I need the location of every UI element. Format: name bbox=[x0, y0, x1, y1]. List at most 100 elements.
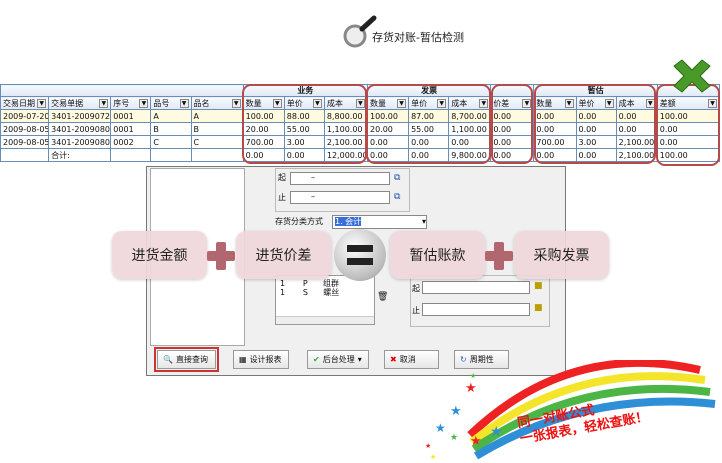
design-report-button[interactable]: ▦设计报表 bbox=[233, 350, 289, 369]
process-icon: ✔ bbox=[313, 355, 320, 364]
dropdown-icon[interactable]: ▼ bbox=[708, 98, 717, 108]
table-cell: 3401-20090805001 bbox=[48, 122, 112, 136]
column-header[interactable]: 序号▼ bbox=[110, 96, 152, 110]
dropdown-icon[interactable]: ▼ bbox=[139, 98, 149, 108]
column-header[interactable]: 品名▼ bbox=[190, 96, 244, 110]
table-cell: 2009-07-20 bbox=[0, 109, 50, 123]
end2-input[interactable] bbox=[422, 303, 530, 316]
table-cell: 2009-08-05 bbox=[0, 135, 50, 149]
periodic-icon: ↻ bbox=[460, 355, 467, 364]
range-end-input[interactable]: – bbox=[290, 191, 390, 204]
start2-input[interactable] bbox=[422, 281, 530, 294]
dropdown-icon[interactable]: ▼ bbox=[355, 98, 365, 108]
formula-purchase-invoice: 采购发票 bbox=[514, 231, 609, 279]
table-cell: 0.00 bbox=[575, 109, 617, 123]
formula-estimate-account: 暂估账款 bbox=[390, 231, 485, 279]
method-label: 存货分类方式 bbox=[275, 217, 323, 226]
group-estimate: 暂估 bbox=[533, 84, 658, 97]
svg-text:★: ★ bbox=[490, 424, 503, 440]
column-header[interactable]: 交易单据▼ bbox=[48, 96, 112, 110]
dropdown-icon[interactable]: ▼ bbox=[99, 98, 109, 108]
dropdown-icon[interactable]: ▼ bbox=[437, 98, 447, 108]
table-cell: 3401-20090805001 bbox=[48, 135, 112, 149]
dropdown-icon[interactable]: ▼ bbox=[179, 98, 189, 108]
table-cell: B bbox=[190, 122, 244, 136]
highlight-business bbox=[242, 84, 367, 164]
svg-text:★: ★ bbox=[430, 453, 436, 461]
equals-icon bbox=[334, 229, 386, 281]
column-header[interactable]: 交易日期▼ bbox=[0, 96, 50, 110]
column-header[interactable]: 成本▼ bbox=[615, 96, 658, 110]
table-cell: B bbox=[150, 122, 192, 136]
highlight-estimate bbox=[534, 84, 656, 164]
svg-text:★: ★ bbox=[470, 434, 482, 449]
end-label: 止 bbox=[278, 193, 286, 202]
horizontal-scrollbar[interactable] bbox=[276, 316, 374, 324]
cancel-icon: ✖ bbox=[390, 355, 397, 364]
rainbow-stars-decoration: ★★★★★★★★★ bbox=[425, 360, 716, 461]
table-cell: 100.00 bbox=[656, 109, 721, 123]
report-icon: ▦ bbox=[239, 355, 247, 364]
highlight-price-diff bbox=[491, 84, 533, 164]
dropdown-icon[interactable]: ▼ bbox=[37, 98, 47, 108]
table-row[interactable]: 2009-08-053401-200908050010002CC700.003.… bbox=[0, 135, 721, 149]
highlight-difference bbox=[656, 84, 720, 166]
range-start-input[interactable]: – bbox=[290, 172, 390, 185]
table-cell: 0.00 bbox=[533, 109, 577, 123]
table-cell: 0.00 bbox=[283, 148, 325, 162]
table-cell: 0001 bbox=[110, 122, 152, 136]
start2-label: 起 bbox=[412, 284, 420, 293]
table-cell bbox=[190, 148, 244, 162]
close-x-icon bbox=[673, 59, 711, 93]
column-header[interactable]: 单价▼ bbox=[408, 96, 450, 110]
table-cell bbox=[0, 148, 50, 162]
query-icon: 🔍 bbox=[163, 355, 173, 364]
dropdown-icon[interactable]: ▼ bbox=[272, 98, 282, 108]
dropdown-icon[interactable]: ▼ bbox=[564, 98, 574, 108]
svg-text:★: ★ bbox=[465, 381, 477, 396]
cancel-button[interactable]: ✖取消 bbox=[384, 350, 439, 369]
svg-text:★: ★ bbox=[435, 421, 446, 435]
end2-label: 止 bbox=[412, 306, 420, 315]
column-header[interactable]: 成本▼ bbox=[448, 96, 492, 110]
periodic-button[interactable]: ↻周期性 bbox=[454, 350, 509, 369]
lookup-icon[interactable]: ■ bbox=[534, 303, 543, 313]
reconciliation-table: 业务发票暂估 交易日期▼交易单据▼序号▼品号▼品名▼数量▼单价▼成本▼数量▼单价… bbox=[0, 84, 721, 162]
column-header[interactable]: 单价▼ bbox=[283, 96, 325, 110]
delete-icon[interactable]: 🗑 bbox=[377, 292, 389, 302]
plus-icon bbox=[207, 242, 235, 270]
table-cell: A bbox=[190, 109, 244, 123]
formula-purchase-price-diff: 进货价差 bbox=[236, 231, 331, 279]
direct-query-button[interactable]: 🔍直接查询 bbox=[154, 347, 219, 372]
table-cell: 100.00 bbox=[242, 109, 285, 123]
plus-icon bbox=[485, 242, 513, 270]
lookup-icon[interactable]: ■ bbox=[534, 281, 543, 291]
highlight-invoice bbox=[366, 84, 491, 164]
dropdown-icon[interactable]: ▼ bbox=[522, 98, 532, 108]
method-select[interactable]: 1. 会计▾ bbox=[332, 215, 427, 229]
table-cell: 0002 bbox=[110, 135, 152, 149]
dropdown-icon[interactable]: ▼ bbox=[312, 98, 322, 108]
browse-icon[interactable]: ⧉ bbox=[394, 173, 401, 183]
table-cell: 2009-08-05 bbox=[0, 122, 50, 136]
table-cell bbox=[110, 148, 152, 162]
table-cell: C bbox=[150, 135, 192, 149]
dropdown-icon[interactable]: ▼ bbox=[604, 98, 614, 108]
background-process-button[interactable]: ✔后台处理▾ bbox=[307, 350, 369, 369]
svg-text:★: ★ bbox=[450, 404, 462, 419]
column-header[interactable]: 品号▼ bbox=[150, 96, 192, 110]
browse-icon[interactable]: ⧉ bbox=[394, 192, 401, 202]
dropdown-icon[interactable]: ▼ bbox=[397, 98, 407, 108]
start-label: 起 bbox=[278, 173, 286, 182]
table-cell: 0.00 bbox=[575, 148, 617, 162]
dropdown-icon[interactable]: ▼ bbox=[231, 98, 241, 108]
svg-text:★: ★ bbox=[470, 372, 476, 380]
dropdown-icon[interactable]: ▼ bbox=[479, 98, 489, 108]
table-cell: 0.00 bbox=[615, 109, 658, 123]
table-cell bbox=[150, 148, 192, 162]
table-cell: 0001 bbox=[110, 109, 152, 123]
table-cell: C bbox=[190, 135, 244, 149]
